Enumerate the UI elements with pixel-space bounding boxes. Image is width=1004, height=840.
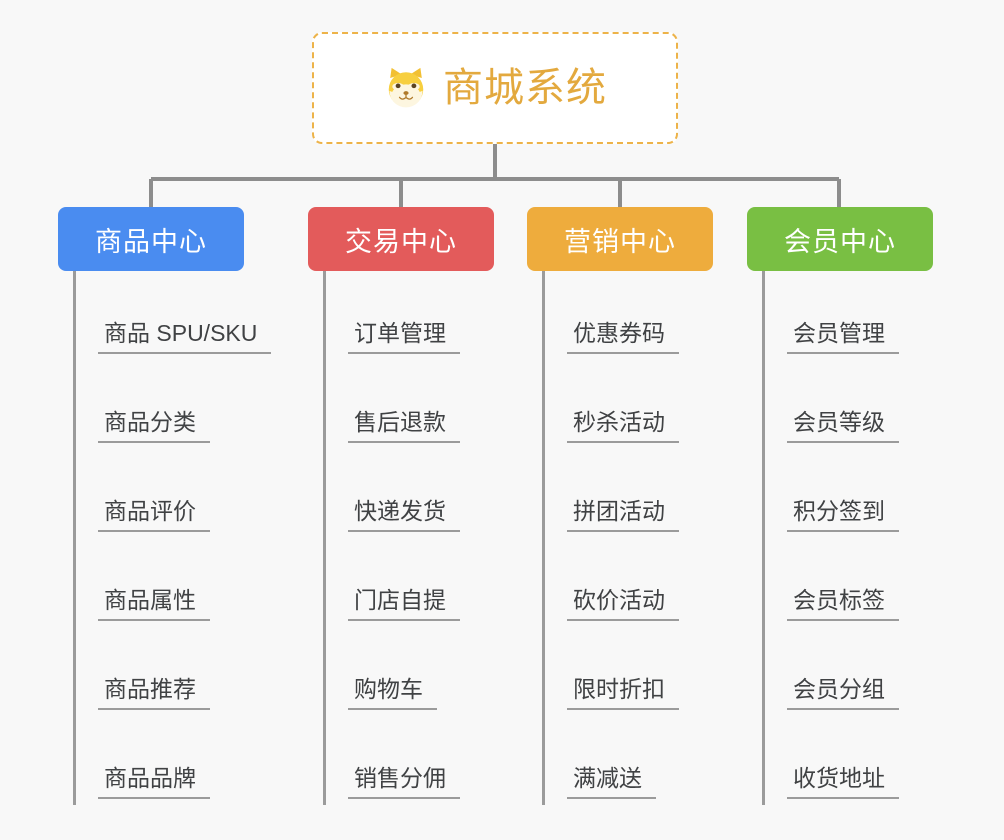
branch-items: 会员管理 会员等级 积分签到 会员标签 会员分组 收货地址 <box>747 271 933 805</box>
leaf-label: 购物车 <box>348 676 437 710</box>
leaf-item[interactable]: 限时折扣 <box>543 627 713 716</box>
leaf-label: 商品 SPU/SKU <box>98 320 272 354</box>
leaf-label: 积分签到 <box>787 498 899 532</box>
leaf-label: 会员分组 <box>787 676 899 710</box>
leaf-item[interactable]: 砍价活动 <box>543 538 713 627</box>
leaf-item[interactable]: 商品评价 <box>74 449 271 538</box>
leaf-label: 会员标签 <box>787 587 899 621</box>
leaf-label: 限时折扣 <box>567 676 679 710</box>
leaf-item[interactable]: 优惠券码 <box>543 271 713 360</box>
leaf-item[interactable]: 拼团活动 <box>543 449 713 538</box>
leaf-label: 商品品牌 <box>98 765 210 799</box>
leaf-label: 收货地址 <box>787 765 899 799</box>
branch-header-product-center[interactable]: 商品中心 <box>58 207 244 271</box>
leaf-item[interactable]: 购物车 <box>324 627 494 716</box>
branch-header-label: 交易中心 <box>345 226 457 257</box>
leaf-item[interactable]: 门店自提 <box>324 538 494 627</box>
leaf-label: 会员管理 <box>787 320 899 354</box>
branch-header-label: 商品中心 <box>95 226 207 257</box>
leaf-item[interactable]: 订单管理 <box>324 271 494 360</box>
leaf-label: 商品评价 <box>98 498 210 532</box>
shiba-inu-dog-face-icon <box>383 65 429 111</box>
branch-spine <box>323 271 326 805</box>
branch-items: 优惠券码 秒杀活动 拼团活动 砍价活动 限时折扣 满减送 <box>527 271 713 805</box>
branch-items: 商品 SPU/SKU 商品分类 商品评价 商品属性 商品推荐 商品品牌 <box>58 271 272 805</box>
leaf-label: 会员等级 <box>787 409 899 443</box>
branch-header-label: 会员中心 <box>784 226 896 257</box>
branch-header-member-center[interactable]: 会员中心 <box>747 207 933 271</box>
leaf-item[interactable]: 满减送 <box>543 716 713 805</box>
leaf-item[interactable]: 会员标签 <box>763 538 933 627</box>
leaf-item[interactable]: 秒杀活动 <box>543 360 713 449</box>
leaf-item[interactable]: 售后退款 <box>324 360 494 449</box>
branch-items: 订单管理 售后退款 快递发货 门店自提 购物车 销售分佣 <box>308 271 494 805</box>
leaf-item[interactable]: 商品分类 <box>74 360 271 449</box>
leaf-label: 商品分类 <box>98 409 210 443</box>
branch-column: 营销中心 优惠券码 秒杀活动 拼团活动 砍价活动 限时折扣 满减送 <box>527 207 713 805</box>
branch-spine <box>762 271 765 805</box>
leaf-label: 门店自提 <box>348 587 460 621</box>
leaf-item[interactable]: 收货地址 <box>763 716 933 805</box>
leaf-label: 秒杀活动 <box>567 409 679 443</box>
root-node[interactable]: 商城系统 <box>312 32 678 144</box>
leaf-label: 销售分佣 <box>348 765 460 799</box>
leaf-label: 订单管理 <box>348 320 460 354</box>
branch-header-label: 营销中心 <box>564 226 676 257</box>
leaf-item[interactable]: 会员等级 <box>763 360 933 449</box>
branch-spine <box>542 271 545 805</box>
branch-header-marketing-center[interactable]: 营销中心 <box>527 207 713 271</box>
leaf-item[interactable]: 会员分组 <box>763 627 933 716</box>
leaf-label: 满减送 <box>567 765 656 799</box>
branch-column: 会员中心 会员管理 会员等级 积分签到 会员标签 会员分组 收货地址 <box>747 207 933 805</box>
leaf-label: 砍价活动 <box>567 587 679 621</box>
leaf-label: 优惠券码 <box>567 320 679 354</box>
leaf-item[interactable]: 商品 SPU/SKU <box>74 271 272 360</box>
leaf-item[interactable]: 商品属性 <box>74 538 271 627</box>
branch-column: 交易中心 订单管理 售后退款 快递发货 门店自提 购物车 销售分佣 <box>308 207 494 805</box>
root-title: 商城系统 <box>443 66 607 110</box>
leaf-label: 商品属性 <box>98 587 210 621</box>
leaf-label: 拼团活动 <box>567 498 679 532</box>
branch-column: 商品中心 商品 SPU/SKU 商品分类 商品评价 商品属性 商品推荐 商品品牌 <box>58 207 272 805</box>
leaf-item[interactable]: 会员管理 <box>763 271 933 360</box>
leaf-item[interactable]: 商品推荐 <box>74 627 271 716</box>
leaf-item[interactable]: 销售分佣 <box>324 716 494 805</box>
leaf-item[interactable]: 积分签到 <box>763 449 933 538</box>
leaf-label: 商品推荐 <box>98 676 210 710</box>
leaf-item[interactable]: 商品品牌 <box>74 716 271 805</box>
branch-header-trade-center[interactable]: 交易中心 <box>308 207 494 271</box>
branch-spine <box>73 271 76 805</box>
leaf-label: 快递发货 <box>348 498 460 532</box>
leaf-label: 售后退款 <box>348 409 460 443</box>
leaf-item[interactable]: 快递发货 <box>324 449 494 538</box>
